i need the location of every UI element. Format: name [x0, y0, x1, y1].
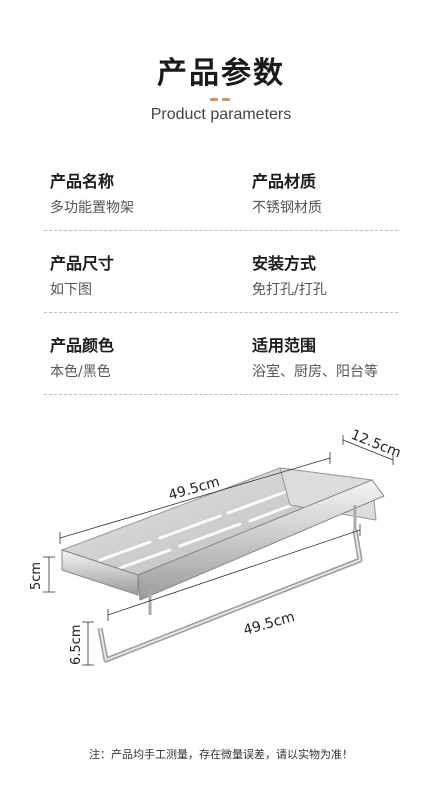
row-divider: [44, 394, 398, 395]
shelf-basket: [60, 467, 385, 615]
param-value: 本色/黑色: [50, 364, 111, 380]
param-value: 浴室、厨房、阳台等: [252, 364, 378, 380]
param-label: 适用范围: [252, 336, 317, 355]
title-accent-bar: [222, 98, 230, 101]
param-value: 如下图: [50, 282, 92, 298]
dimension-height: 5cm: [29, 562, 44, 590]
dimension-depth: 12.5cm: [349, 427, 404, 462]
page-subtitle: Product parameters: [150, 106, 292, 123]
param-label: 产品尺寸: [50, 254, 115, 273]
param-label: 产品名称: [50, 172, 115, 191]
param-label: 产品材质: [252, 172, 317, 191]
dimension-rail-height: 6.5cm: [69, 625, 84, 666]
footer-note: 注：产品均手工测量，存在微量误差，请以实物为准！: [89, 748, 353, 761]
dimension-bottom-length: 49.5cm: [242, 609, 297, 639]
param-value: 不锈钢材质: [252, 200, 322, 216]
shelf-towel-rail: [97, 529, 363, 663]
param-value: 免打孔/打孔: [252, 282, 327, 298]
param-label: 安装方式: [252, 254, 317, 273]
row-divider: [44, 230, 398, 231]
shelf-dimension-illustration: 49.5cm 12.5cm 5cm 49.5cm 6.5cm: [29, 427, 404, 666]
row-divider: [44, 312, 398, 313]
title-accent-bar: [210, 98, 218, 101]
param-value: 多功能置物架: [50, 200, 134, 216]
param-label: 产品颜色: [50, 336, 115, 355]
page-title: 产品参数: [157, 56, 285, 91]
